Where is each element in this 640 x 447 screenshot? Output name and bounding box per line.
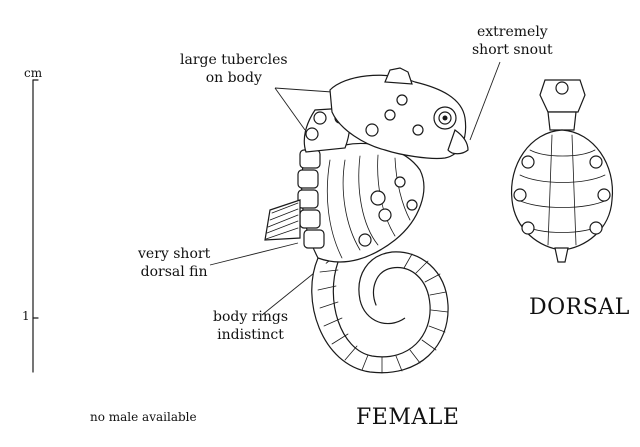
dorsal-view-label: DORSAL [529, 295, 630, 320]
annotation-body-rings-line2: indistinct [217, 326, 284, 343]
scale-unit-label: cm [24, 66, 43, 80]
seahorse-lateral-view [264, 67, 469, 374]
annotation-tubercles-line2: on body [205, 69, 262, 86]
scale-bar [32, 79, 39, 373]
annotation-body-rings: body rings indistinct [213, 309, 288, 344]
seahorse-dorsal-view [510, 79, 614, 263]
annotation-dorsal-fin: very short dorsal fin [138, 246, 210, 281]
no-male-note: no male available [90, 410, 197, 424]
annotation-snout-line2: short snout [472, 41, 553, 58]
annotation-dorsal-fin-line1: very short [138, 246, 211, 262]
annotation-dorsal-fin-line2: dorsal fin [140, 263, 208, 280]
female-view-label: FEMALE [356, 405, 460, 430]
annotation-snout-line1: extremely [476, 24, 548, 40]
annotation-body-rings-line1: body rings [213, 309, 289, 325]
annotation-snout: extremely short snout [472, 24, 553, 59]
annotation-tubercles: large tubercles on body [180, 52, 288, 87]
annotation-tubercles-line1: large tubercles [180, 52, 288, 68]
scale-tick-label: 1 [22, 309, 30, 323]
